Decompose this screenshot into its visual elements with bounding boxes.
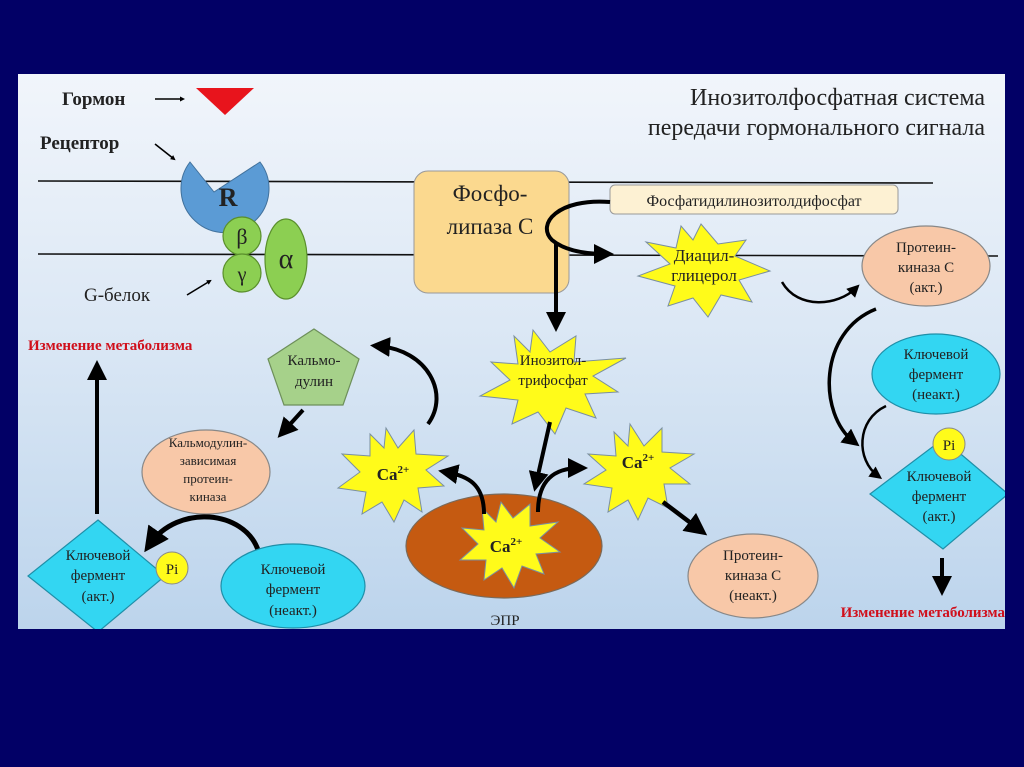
ca-right-charge: 2+ <box>643 452 655 464</box>
key-enzyme-inactive-left-line1: Ключевой <box>261 562 326 578</box>
key-enzyme-inactive-right <box>871 333 1001 415</box>
g-protein-gamma-label: γ <box>237 264 247 286</box>
ca-release-arrow-right <box>536 458 588 513</box>
title-line2: передачи гормонального сигнала <box>648 115 985 141</box>
pi-right-label: Pi <box>943 438 956 454</box>
dag-line2: глицерол <box>671 266 737 285</box>
key-enzyme-active-right-line3: (акт.) <box>923 509 956 525</box>
g-protein-gamma <box>222 253 262 293</box>
ca-to-calmodulin-arrow <box>370 336 439 426</box>
pkc-inactive-line2: киназа С <box>725 568 781 584</box>
ip3-to-er-arrow <box>528 421 552 492</box>
pkc-inactive-line1: Протеин- <box>723 548 783 564</box>
key-enzyme-active-right-line2: фермент <box>912 489 967 505</box>
pi-left-label: Pi <box>166 562 179 578</box>
cam-kinase-line1: Кальмодулин- <box>169 435 247 450</box>
hormone-label: Гормон <box>62 89 125 110</box>
ca-er-label: Ca2+ <box>490 536 523 556</box>
key-enzyme-active-left-line3: (акт.) <box>82 589 115 605</box>
phospholipase-c-line2: липаза С <box>447 214 534 239</box>
ip3-line2: трифосфат <box>518 373 588 389</box>
pkc-inactive <box>687 533 819 619</box>
calmodulin-to-kinase-arrow <box>277 408 305 438</box>
metabolism-change-left: Изменение метаболизма <box>28 338 193 354</box>
g-protein-beta-label: β <box>236 224 247 249</box>
dag-star <box>636 223 772 318</box>
calmodulin-line2: дулин <box>295 374 333 390</box>
phospholipase-c-box <box>413 170 570 294</box>
ca-to-pkc-arrow <box>661 500 708 536</box>
receptor-label: Рецептор <box>40 133 119 154</box>
pip2-box <box>609 184 899 215</box>
g-protein-alpha-label: α <box>279 244 294 275</box>
receptor-letter: R <box>219 183 238 212</box>
key-enzyme-active-right-line1: Ключевой <box>907 469 972 485</box>
key-enzyme-inactive-right-line1: Ключевой <box>904 347 969 363</box>
dag-to-pkc-arrow <box>780 281 860 304</box>
key-enzyme-active-left-line2: фермент <box>71 568 126 584</box>
pkc-phosphorylation-arrow <box>827 307 877 447</box>
pip2-label: Фосфатидилинозитолдифосфат <box>646 193 861 210</box>
title-line1: Инозитолфосфатная система <box>690 85 985 111</box>
slide: Инозитолфосфатная система передачи гормо… <box>18 74 1005 629</box>
ca-release-arrow-left <box>438 464 486 515</box>
pi-badge-left <box>155 551 189 585</box>
ip3-star <box>478 328 627 435</box>
g-protein-alpha <box>264 218 308 300</box>
pkc-active-line3: (акт.) <box>910 280 943 296</box>
calmodulin-line1: Кальмо- <box>288 353 341 369</box>
key-enzyme-inactive-right-line3: (неакт.) <box>912 387 960 403</box>
enzyme-activation-arrow-left <box>144 514 261 553</box>
ip3-line1: Инозитол- <box>520 353 586 369</box>
cleavage-arrow <box>544 199 614 264</box>
g-protein-pointer-arrow <box>186 279 212 296</box>
calmodulin-pentagon <box>267 328 360 406</box>
key-enzyme-inactive-right-line2: фермент <box>909 367 964 383</box>
pkc-active-line2: киназа С <box>898 260 954 276</box>
ca-left-charge: 2+ <box>398 464 410 476</box>
ca-left-star <box>336 426 450 524</box>
pkc-inactive-line3: (неакт.) <box>729 588 777 604</box>
cam-kinase-line2: зависимая <box>180 453 237 468</box>
hormone-triangle <box>196 88 254 115</box>
key-enzyme-active-left-line1: Ключевой <box>66 548 131 564</box>
ca-er-charge: 2+ <box>511 536 523 548</box>
diagram-canvas: Инозитолфосфатная система передачи гормо… <box>27 85 1005 629</box>
phospholipase-c-line1: Фосфо- <box>453 181 528 206</box>
pkc-active <box>861 225 991 307</box>
cam-kinase-line4: киназа <box>190 489 227 504</box>
key-enzyme-inactive-left-line2: фермент <box>266 582 321 598</box>
key-enzyme-active-left <box>27 519 166 629</box>
pkc-active-line1: Протеин- <box>896 240 956 256</box>
cam-kinase <box>141 429 271 515</box>
er-label: ЭПР <box>490 613 519 629</box>
key-enzyme-inactive-left <box>220 543 366 629</box>
g-protein-label: G-белок <box>84 285 151 306</box>
receptor-pointer-arrow <box>154 143 176 161</box>
key-enzyme-inactive-left-line3: (неакт.) <box>269 603 317 619</box>
dag-line1: Диацил- <box>674 246 735 265</box>
ca-right-star <box>582 422 696 522</box>
metabolism-change-right: Изменение метаболизма <box>841 605 1005 621</box>
pi-badge-right <box>932 427 966 461</box>
ca-er-star <box>458 500 562 590</box>
key-enzyme-active-right <box>869 438 1005 550</box>
ca-right-label: Ca2+ <box>622 452 655 472</box>
ca-left-label: Ca2+ <box>377 464 410 484</box>
cam-kinase-line3: протеин- <box>183 471 232 486</box>
enzyme-activation-arrow-right <box>861 404 887 479</box>
